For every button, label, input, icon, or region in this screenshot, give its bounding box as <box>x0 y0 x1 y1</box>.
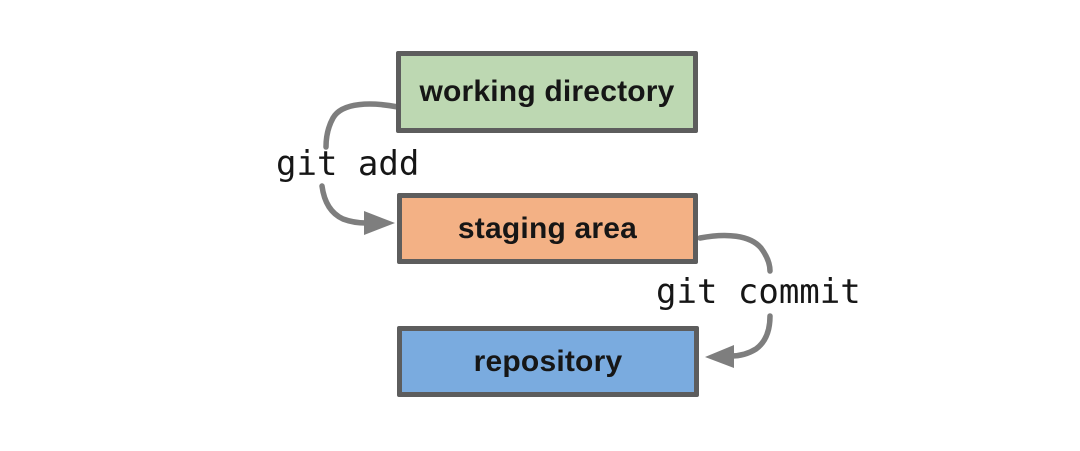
git-add-arrow-lower-segment <box>319 183 369 226</box>
node-working-directory-label: working directory <box>419 75 675 108</box>
git-commit-arrow-upper-segment <box>697 232 773 274</box>
node-staging-area-label: staging area <box>457 211 638 245</box>
edge-label-git-add: git add <box>276 144 420 184</box>
git-add-arrowhead-icon <box>364 211 395 235</box>
git-commit-arrowhead-icon <box>705 345 734 368</box>
edge-label-git-commit: git commit <box>656 272 861 312</box>
git-add-arrow-upper-segment <box>323 101 401 150</box>
node-repository-label: repository <box>473 344 623 378</box>
node-working-directory: working directory <box>396 51 698 133</box>
git-commit-arrow-lower-segment <box>728 313 773 359</box>
node-repository: repository <box>397 326 699 397</box>
node-staging-area: staging area <box>397 193 698 264</box>
